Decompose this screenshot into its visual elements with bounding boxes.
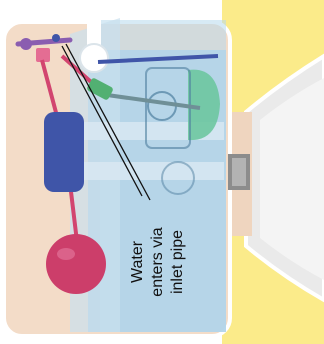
purple-valve-end bbox=[52, 34, 60, 42]
float-ball-shine bbox=[57, 248, 75, 260]
flush-handle-knob bbox=[80, 44, 108, 72]
inlet-valve bbox=[44, 112, 84, 192]
inlet-pipe-lower bbox=[84, 162, 224, 180]
float-ball bbox=[46, 234, 106, 294]
callout-line2-text: enters via bbox=[149, 227, 166, 296]
callout-line3-text: inlet pipe bbox=[169, 230, 186, 294]
callout-line1-text: Water bbox=[129, 240, 146, 283]
outlet-pipe-rim bbox=[232, 158, 246, 186]
purple-valve-cap bbox=[20, 38, 32, 50]
